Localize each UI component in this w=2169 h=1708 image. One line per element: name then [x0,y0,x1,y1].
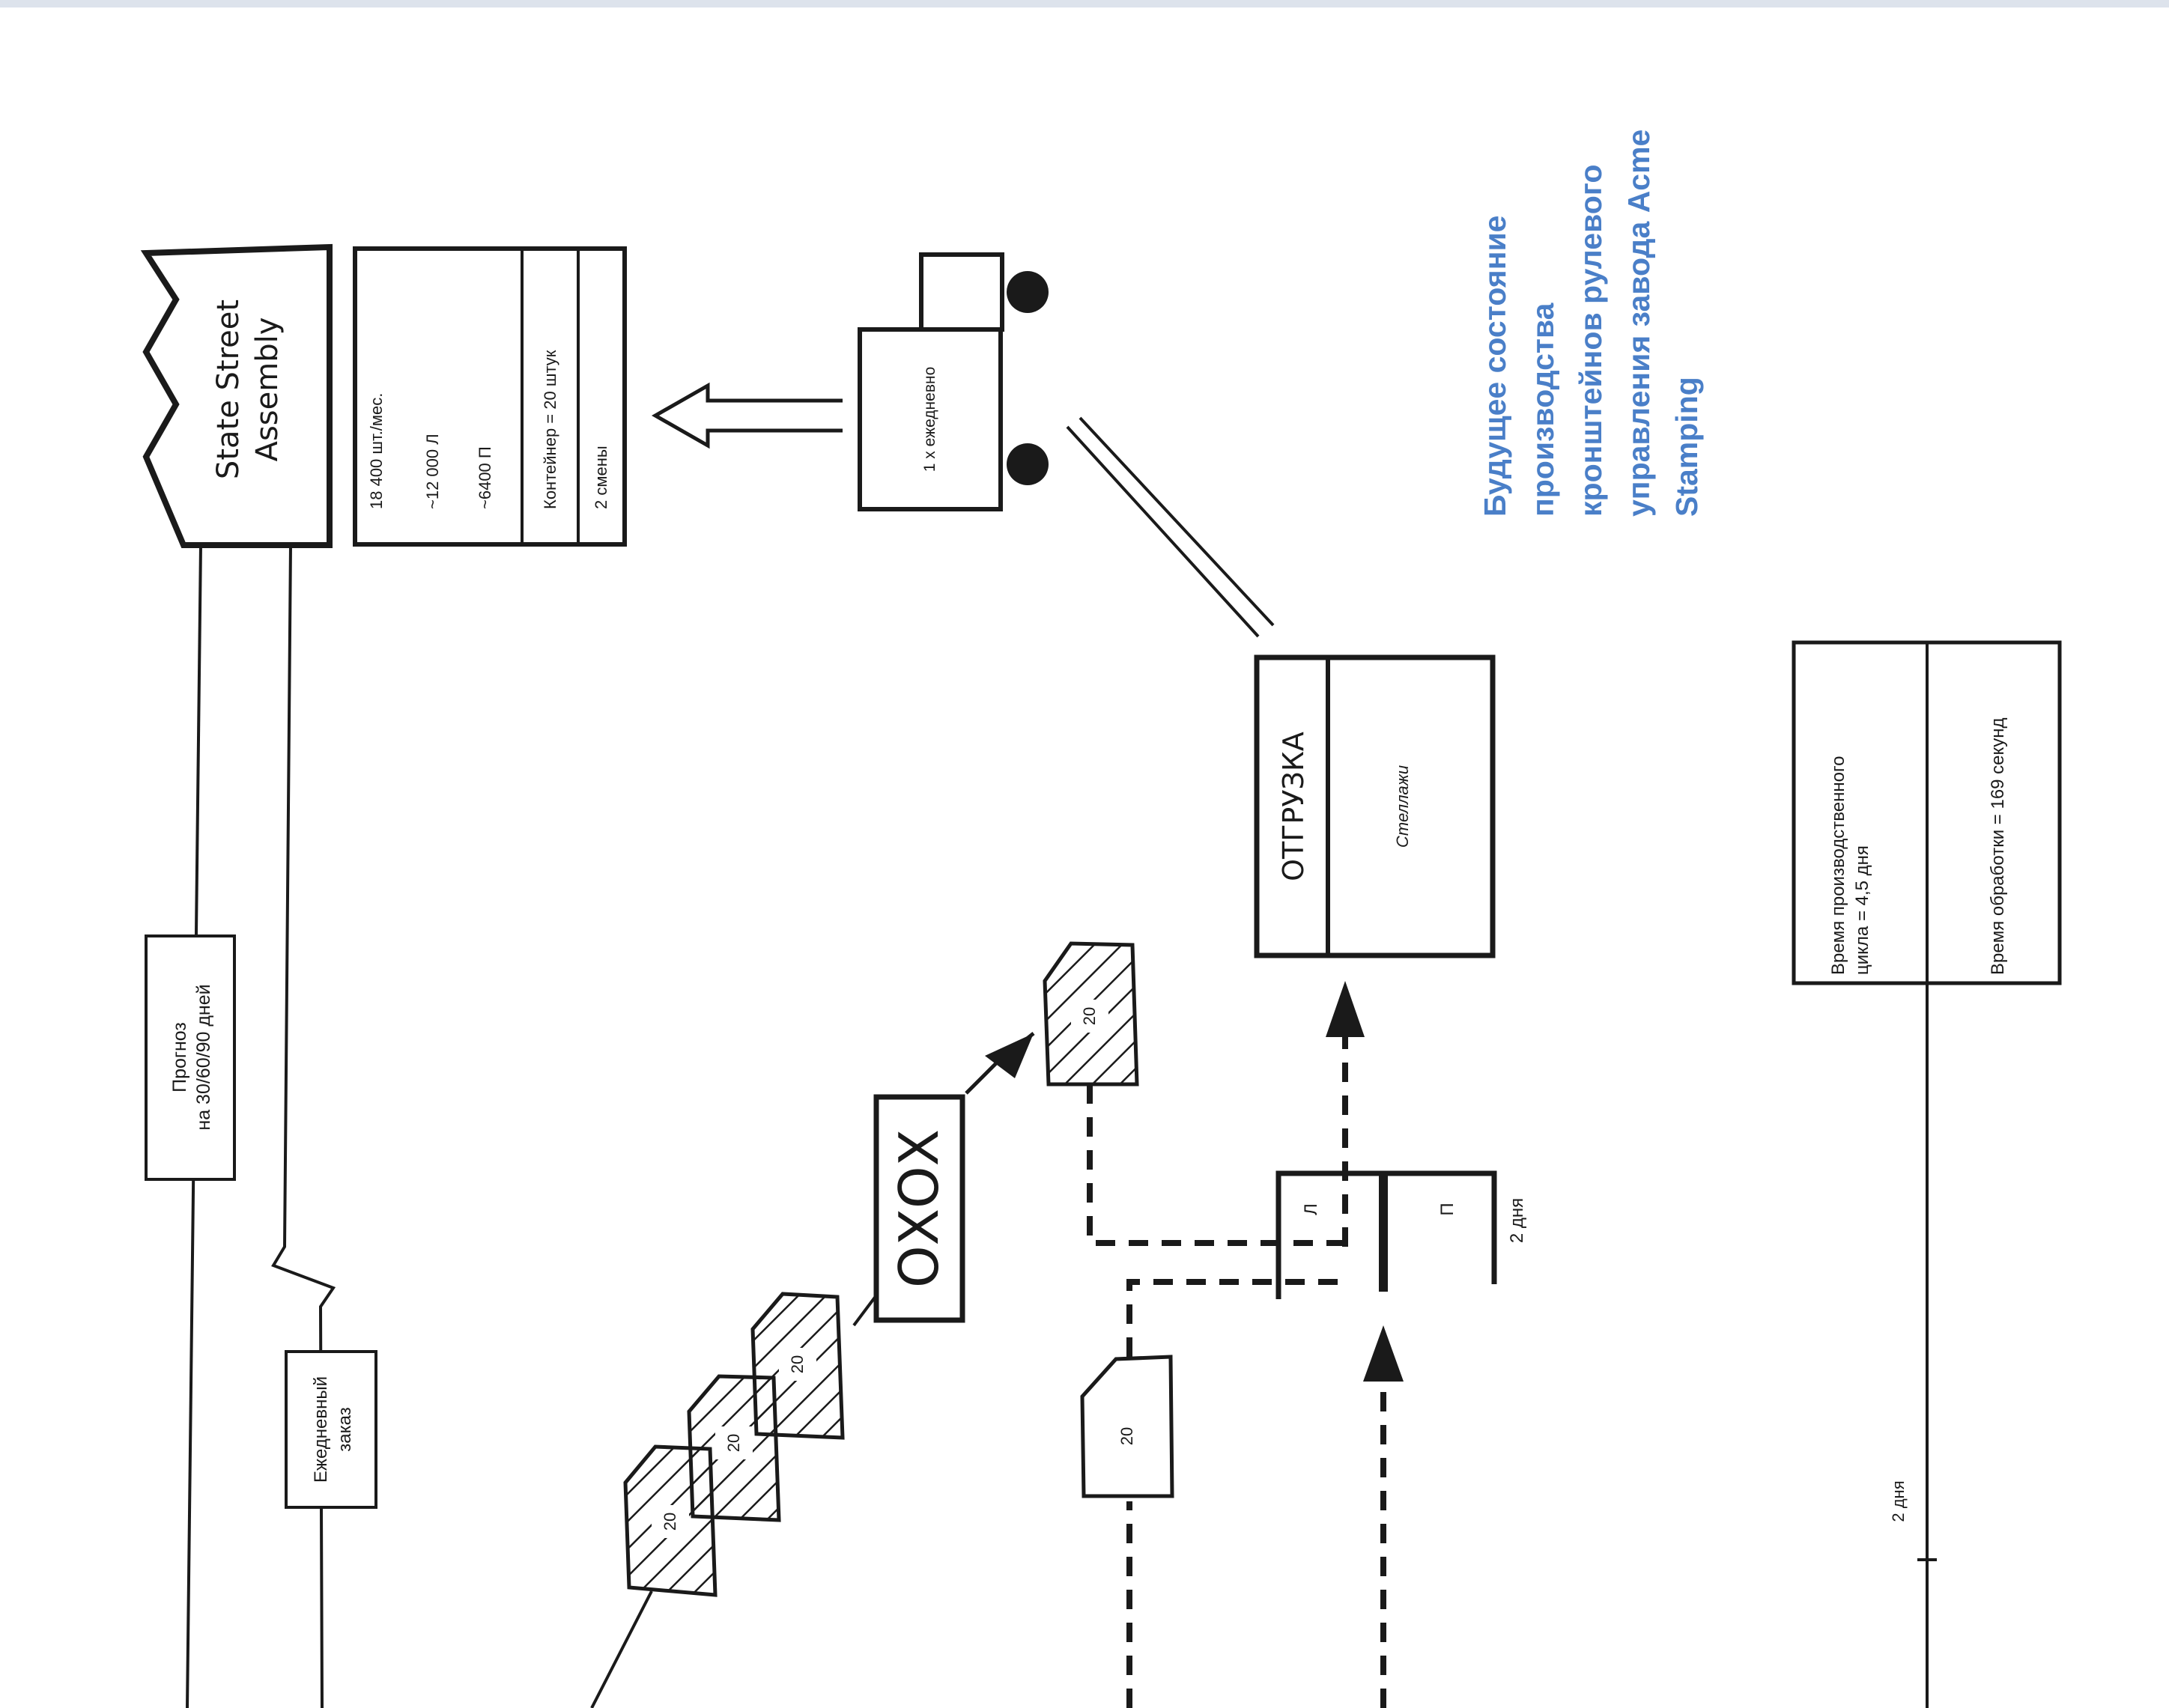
leveling-to-kanban-arrow [965,1032,1035,1095]
forecast-line-2: на 30/60/90 дней [193,984,214,1130]
kanban-card-withdrawal-qty: 20 [1080,1007,1099,1025]
supermarket-inventory: 2 дня [1507,1198,1527,1243]
title-line-2: производства [1526,302,1560,517]
customer-shifts: 2 смены [592,446,610,509]
timeline-segment-days: 2 дня [1889,1480,1908,1522]
daily-order-box: Ежедневный заказ [285,1350,377,1509]
daily-order-info-line [271,544,336,1708]
kanban-card-production: 20 [1080,1355,1174,1498]
shipping-title: ОТГРУЗКА [1277,732,1310,881]
truck-icon: 1 х ежедневно [858,252,1049,511]
production-kanban-loop [1126,1279,1341,1708]
supermarket-left-label: Л [1301,1203,1321,1215]
shipping-subtitle: Стеллажи [1393,765,1412,848]
kanban-card-withdrawal: 20 [1043,941,1139,1087]
customer-data-box: 18 400 шт./мес. ~12 000 Л ~6400 П Контей… [353,246,627,547]
truck-to-shipping-line [1066,416,1275,638]
daily-order-line-2: заказ [335,1407,355,1451]
timeline-line: 2 дня [1889,983,1937,1708]
forecast-line-1: Прогноз [169,1022,190,1092]
truck-frequency: 1 х ежедневно [921,367,938,472]
withdrawal-kanban-loop [1087,1084,1359,1246]
customer-factory-icon: State Street Assembly [140,243,333,548]
forecast-box: Прогноз на 30/60/90 дней [145,934,236,1181]
processing-time: Время обработки = 169 секунд [1988,717,2008,975]
lead-time-line-2: цикла = 4,5 дня [1852,845,1872,975]
customer-monthly-demand: 18 400 шт./мес. [367,393,386,509]
supermarket-right-label: П [1437,1203,1457,1215]
production-to-supermarket-arrow [1363,1325,1404,1708]
leveling-to-cards-line [590,1294,878,1708]
customer-container: Контейнер = 20 штук [541,350,559,509]
shipping-box: ОТГРУЗКА Стеллажи [1254,654,1496,958]
title-line-4: управления завода Acme [1622,130,1656,517]
load-leveling-box: ОХОХ [873,1094,965,1323]
kanban-card-3: 20 [750,1292,845,1440]
diagram-title: Будущее состояние производства кронштейн… [1478,130,1704,517]
title-line-3: кронштейнов рулевого [1574,165,1608,517]
kanban-card-2-qty: 20 [724,1434,743,1452]
kanban-card-1-qty: 20 [661,1513,679,1531]
customer-name-line-2: Assembly [250,317,285,462]
page-top-edge [0,0,2169,7]
customer-name-line-1: State Street [211,300,246,479]
supermarket-to-shipping-arrow [1326,981,1365,1247]
lead-time-line-1: Время производственного [1828,756,1848,975]
customer-right-qty: ~6400 П [476,446,494,509]
title-line-1: Будущее состояние [1478,216,1512,517]
supermarket-icon: Л П 2 дня [1275,1170,1527,1299]
kanban-card-production-qty: 20 [1117,1427,1136,1445]
shipment-arrow [651,382,843,449]
load-leveling-pattern: ОХОХ [888,1129,950,1288]
title-line-5: Stamping [1669,377,1704,517]
customer-left-qty: ~12 000 Л [423,434,442,509]
lead-time-box: Время производственного цикла = 4,5 дня … [1792,640,2062,985]
daily-order-line-1: Ежедневный [311,1376,331,1483]
kanban-card-3-qty: 20 [788,1355,807,1373]
